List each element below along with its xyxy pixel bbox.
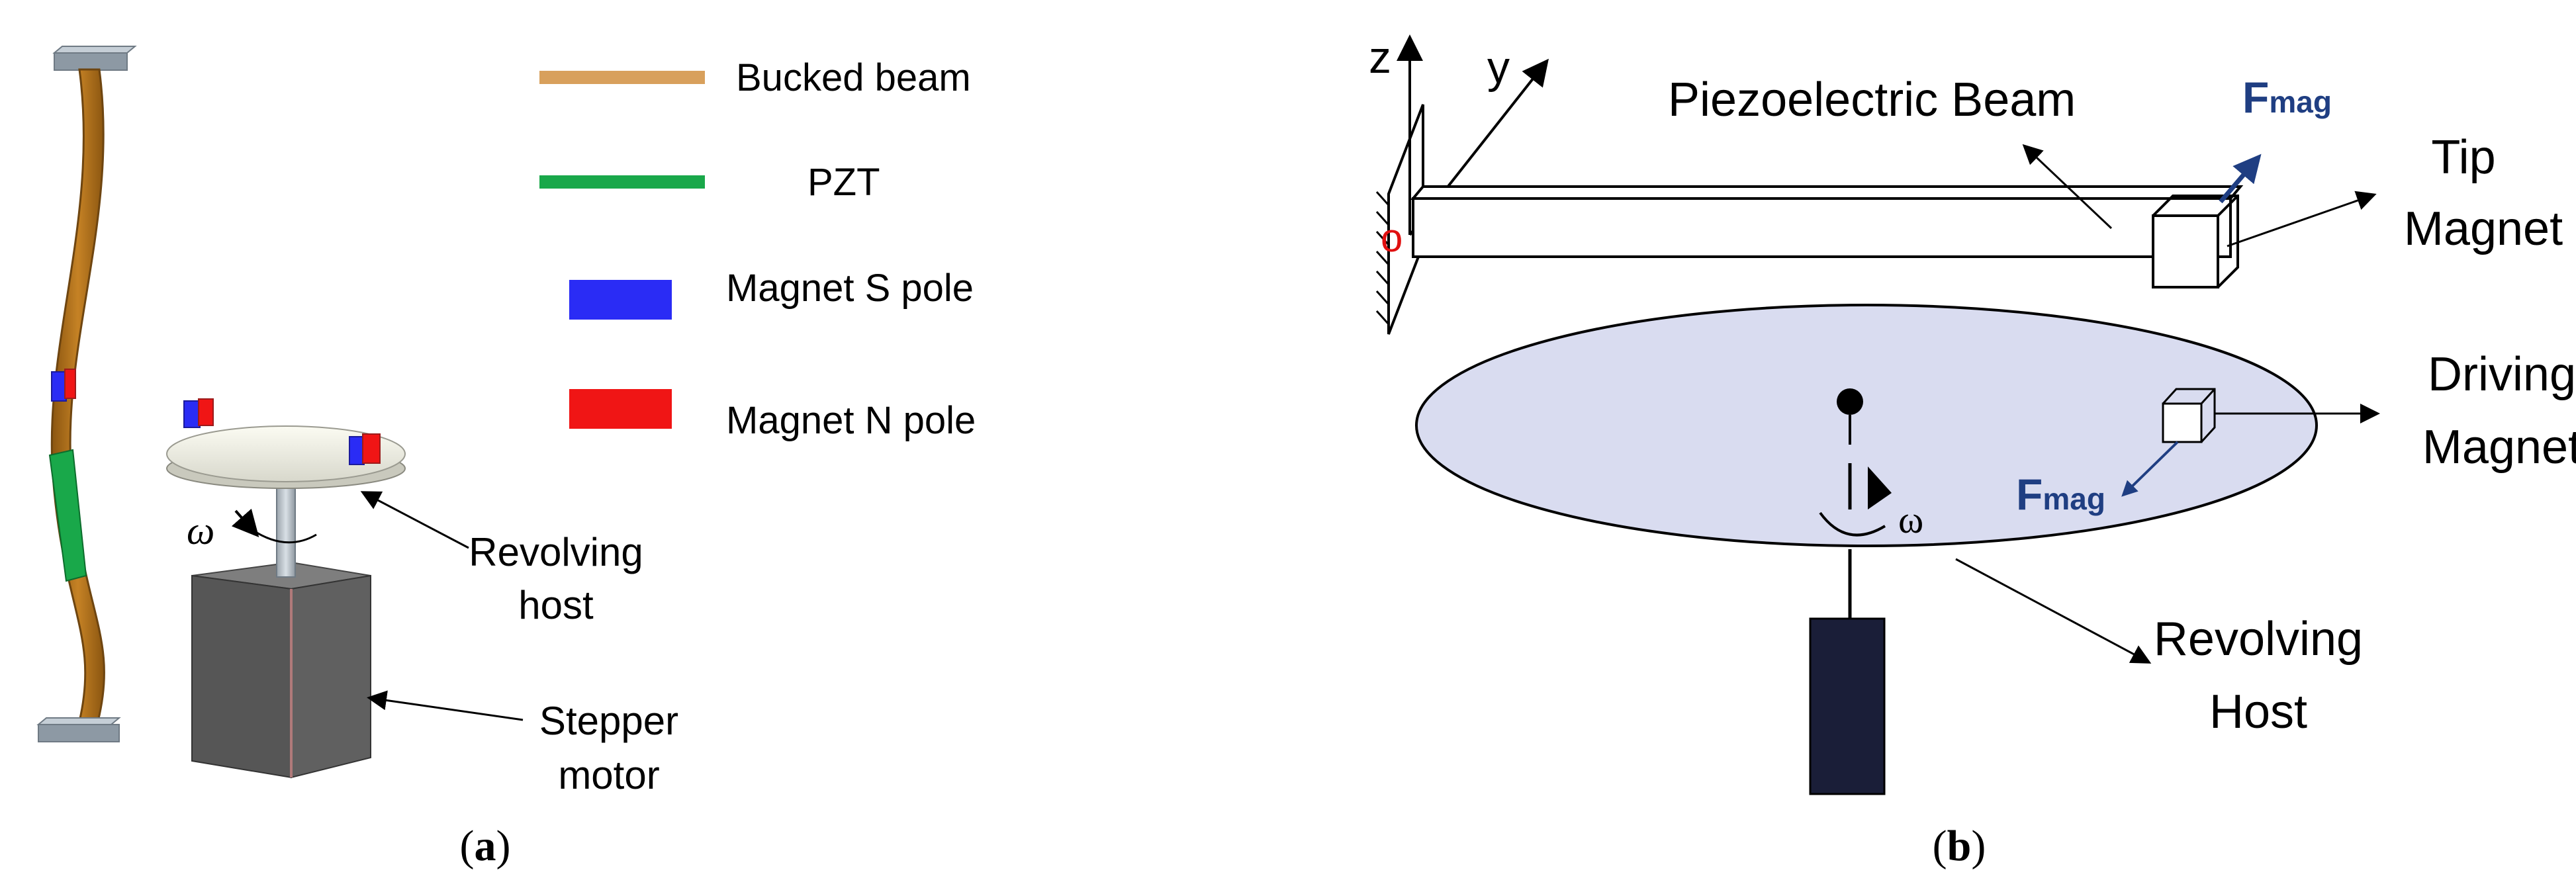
motor-block-b [1809,617,1886,795]
host-pointer-arrow-b [1955,558,2152,664]
legend: Bucked beam PZT Magnet S pole Magnet N p… [539,56,976,442]
host-label-line2: host [518,583,594,627]
host-label-line1: Revolving [469,530,643,574]
z-axis-label: z [1369,32,1391,83]
origin-label: o [1381,216,1403,260]
omega-label-a: ω [187,509,214,552]
beam-label: Piezoelectric Beam [1668,73,2076,126]
tip-magnet [2152,195,2239,288]
fmag-bottom-label: Fmag [2016,470,2105,519]
piezoelectric-beam [1410,185,2244,258]
driving-label-line2: Magnet [2422,421,2576,474]
fmag-top-label: Fmag [2242,73,2332,122]
stepper-motor-block [191,561,371,779]
omega-label-b: ω [1898,498,1923,541]
motor-label-line2: motor [558,753,659,797]
host-label-b-line2: Host [2209,685,2307,738]
pzt-patch [48,449,87,582]
host-pointer-arrow [360,491,469,549]
legend-swatch-magnet-s [569,280,672,320]
caption-b: (b) [1933,822,1986,870]
legend-swatch-pzt [539,175,705,189]
caption-a: (a) [460,822,511,870]
disk-magnet-left [183,398,214,428]
legend-swatch-beam [539,71,705,84]
rotation-shaft [1819,388,1892,619]
revolving-host-disk [1415,304,2318,547]
beam-pointer-arrow [2022,144,2113,230]
y-axis-label: y [1487,42,1510,93]
disk-magnet-right [349,433,381,465]
top-clamp [52,46,137,71]
driving-force-arrow [2121,441,2179,497]
rotation-arc-b [1819,511,1886,537]
tip-pointer-arrow [2227,191,2377,247]
tip-force-arrow [2219,154,2262,204]
legend-label-magnet-n: Magnet N pole [726,399,976,442]
bottom-clamp [36,717,121,742]
driving-label-line1: Driving [2428,348,2576,401]
revolving-disk [166,425,406,489]
panel-b: z y x o Piezoelectric Beam Fmag Tip Magn… [1369,32,2576,870]
host-shaft [276,477,296,578]
legend-swatch-magnet-n [569,389,672,429]
motor-label-line1: Stepper [539,699,678,743]
tip-label-line1: Tip [2431,131,2495,184]
driving-magnet [2162,388,2216,443]
buckled-beam-assembly [36,46,137,742]
tip-label-line2: Magnet [2404,202,2563,255]
motor-pointer-arrow [367,690,524,721]
host-label-b-line1: Revolving [2154,613,2363,666]
legend-label-pzt: PZT [807,161,880,204]
panel-a: ω Revolving host Stepper motor Bucked be… [36,46,976,870]
beam-magnet [51,369,76,402]
revolving-host-assembly: ω [166,398,406,779]
legend-label-magnet-s: Magnet S pole [726,267,974,310]
legend-label-beam: Bucked beam [736,56,971,99]
